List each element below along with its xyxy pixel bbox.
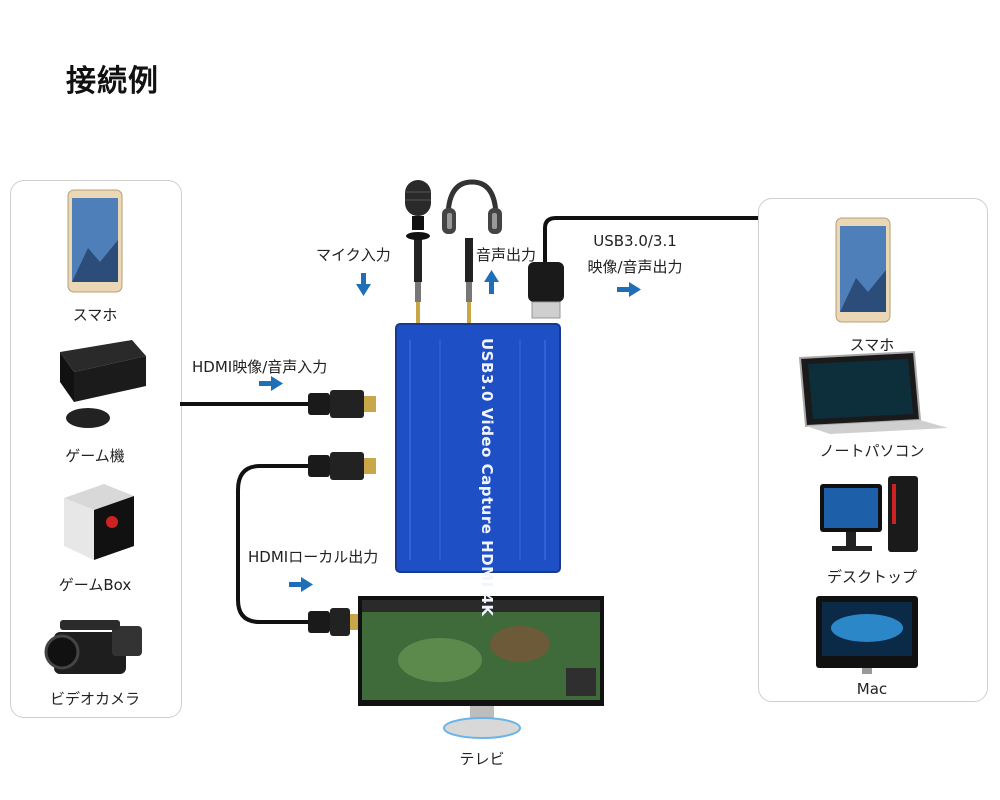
video-camera-icon bbox=[44, 620, 142, 674]
left-device-label-video-camera: ビデオカメラ bbox=[49, 690, 140, 708]
left-device-label-game-box: ゲームBox bbox=[58, 576, 132, 594]
tv-label: テレビ bbox=[459, 750, 505, 768]
hdmi-local-cable bbox=[236, 464, 312, 624]
mic-jack bbox=[414, 238, 422, 324]
hdmi-plug-local-upper bbox=[308, 452, 376, 480]
game-box-icon bbox=[64, 484, 134, 560]
right-device-label-laptop: ノートパソコン bbox=[819, 442, 925, 460]
capture-device bbox=[395, 323, 561, 573]
headphones-icon bbox=[442, 179, 502, 234]
hdmi-input-label: HDMI映像/音声入力 bbox=[192, 358, 328, 376]
right-device-label-smartphone: スマホ bbox=[849, 336, 895, 354]
usb-output-label-line2: 映像/音声出力 bbox=[587, 258, 683, 276]
capture-device-label: USB3.0 Video Capture HDMI 4K bbox=[478, 338, 496, 617]
laptop-icon bbox=[798, 350, 948, 434]
desktop-computer-icon bbox=[820, 476, 918, 552]
game-console-icon bbox=[60, 340, 146, 428]
usb-cable bbox=[543, 216, 758, 262]
smartphone-icon-right bbox=[835, 217, 891, 323]
page-title: 接続例 bbox=[66, 64, 159, 99]
left-device-label-game-console: ゲーム機 bbox=[65, 447, 125, 465]
mac-monitor-icon bbox=[816, 596, 918, 674]
smartphone-icon-left bbox=[67, 189, 123, 293]
hdmi-plug-input bbox=[308, 390, 376, 418]
hdmi-plug-tv bbox=[308, 608, 360, 636]
microphone-icon bbox=[405, 180, 431, 240]
arrow-usb-right-icon bbox=[617, 282, 641, 297]
arrow-mic-down-icon bbox=[356, 273, 371, 296]
right-device-label-mac: Mac bbox=[856, 680, 888, 698]
mic-input-label: マイク入力 bbox=[316, 246, 391, 264]
arrow-audio-up-icon bbox=[484, 270, 499, 294]
headphone-jack bbox=[465, 238, 473, 324]
right-device-label-desktop: デスクトップ bbox=[826, 568, 917, 586]
tv-icon bbox=[358, 596, 604, 739]
usb-output-label-line1: USB3.0/3.1 bbox=[593, 232, 677, 250]
arrow-hdmi-local-right-icon bbox=[289, 577, 313, 592]
audio-output-label: 音声出力 bbox=[476, 246, 537, 264]
left-device-label-smartphone: スマホ bbox=[72, 306, 118, 324]
arrow-hdmi-in-right-icon bbox=[259, 376, 283, 391]
hdmi-local-output-label: HDMIローカル出力 bbox=[248, 548, 379, 566]
usb-plug bbox=[528, 262, 564, 319]
